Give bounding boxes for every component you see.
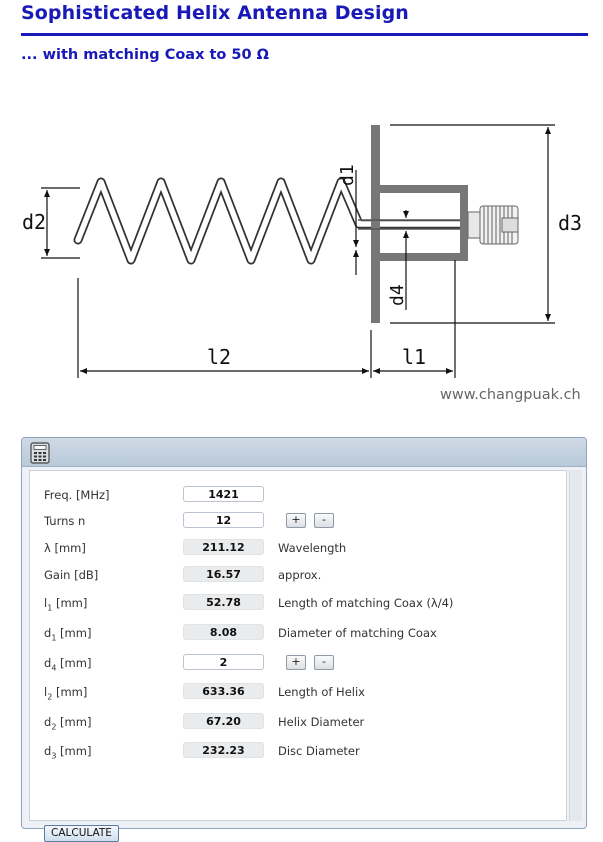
d1-value: 8.08 xyxy=(183,624,264,640)
turns-minus-button[interactable]: - xyxy=(314,513,334,528)
sma-connector xyxy=(467,205,519,245)
label-wavelength: λ [mm] xyxy=(44,541,86,555)
label-d4: d4 xyxy=(387,284,408,306)
label-d2: d2 xyxy=(22,210,46,234)
label-d1-main: d xyxy=(44,626,52,640)
row-frequency: Freq. [MHz] 1421 xyxy=(30,486,566,506)
label-l2-sub: 2 xyxy=(47,692,53,702)
label-d3-main: d xyxy=(44,744,52,758)
label-frequency: Freq. [MHz] xyxy=(44,488,110,502)
calculator-icon xyxy=(30,442,50,464)
turns-plus-button[interactable]: + xyxy=(286,513,306,528)
label-l1: l1 xyxy=(402,345,426,369)
label-l2-main: l xyxy=(44,685,48,699)
desc-wavelength: Wavelength xyxy=(278,541,347,555)
ground-disc xyxy=(371,125,380,323)
label-d4: d4 [mm] xyxy=(44,656,91,672)
calculator-form: Freq. [MHz] 1421 Turns n 12 + - λ [mm] 2… xyxy=(29,470,567,842)
label-d3-unit: [mm] xyxy=(56,744,92,758)
form-scrollbar[interactable] xyxy=(569,470,582,821)
calculate-button[interactable]: CALCULATE xyxy=(44,825,119,842)
page-title: Sophisticated Helix Antenna Design xyxy=(21,2,409,24)
desc-l1: Length of matching Coax (λ/4) xyxy=(278,596,454,610)
row-wavelength: λ [mm] 211.12 Wavelength xyxy=(30,539,566,559)
label-l1: l1 [mm] xyxy=(44,596,87,612)
calculator-titlebar xyxy=(22,438,586,467)
label-l2: l2 [mm] xyxy=(44,685,87,701)
d4-minus-button[interactable]: - xyxy=(314,655,334,670)
label-d4-sub: 4 xyxy=(51,663,57,673)
row-d3: d3 [mm] 232.23 Disc Diameter xyxy=(30,742,566,762)
row-turns: Turns n 12 + - xyxy=(30,512,566,532)
row-d2: d2 [mm] 67.20 Helix Diameter xyxy=(30,713,566,733)
label-gain: Gain [dB] xyxy=(44,568,99,582)
desc-d1: Diameter of matching Coax xyxy=(278,626,437,640)
title-divider xyxy=(21,33,588,36)
desc-l2: Length of Helix xyxy=(278,685,365,699)
row-l1: l1 [mm] 52.78 Length of matching Coax (λ… xyxy=(30,594,566,614)
label-d4-main: d xyxy=(44,656,52,670)
d4-plus-button[interactable]: + xyxy=(286,655,306,670)
helix-coil xyxy=(73,177,465,265)
row-l2: l2 [mm] 633.36 Length of Helix xyxy=(30,683,566,703)
d4-input[interactable]: 2 xyxy=(183,654,264,670)
gain-value: 16.57 xyxy=(183,566,264,582)
watermark: www.changpuak.ch xyxy=(440,387,581,403)
label-l1-unit: [mm] xyxy=(52,596,88,610)
frequency-input[interactable]: 1421 xyxy=(183,486,264,502)
l1-value: 52.78 xyxy=(183,594,264,610)
label-d2-main: d xyxy=(44,715,52,729)
desc-d3: Disc Diameter xyxy=(278,744,360,758)
wavelength-value: 211.12 xyxy=(183,539,264,555)
row-d4: d4 [mm] 2 + - xyxy=(30,654,566,674)
label-d4-unit: [mm] xyxy=(56,656,92,670)
label-d1: d1 [mm] xyxy=(44,626,91,642)
page-subtitle: ... with matching Coax to 50 Ω xyxy=(21,47,269,63)
label-turns: Turns n xyxy=(44,514,86,528)
label-d2-unit: [mm] xyxy=(56,715,92,729)
row-gain: Gain [dB] 16.57 approx. xyxy=(30,566,566,586)
matching-coax xyxy=(375,185,468,261)
l2-value: 633.36 xyxy=(183,683,264,699)
label-l1-sub: 1 xyxy=(47,603,53,613)
desc-d2: Helix Diameter xyxy=(278,715,365,729)
d2-value: 67.20 xyxy=(183,713,264,729)
calculator-panel: Freq. [MHz] 1421 Turns n 12 + - λ [mm] 2… xyxy=(21,437,587,842)
row-d1: d1 [mm] 8.08 Diameter of matching Coax xyxy=(30,624,566,644)
label-d2-sub: 2 xyxy=(51,722,57,732)
label-l2-unit: [mm] xyxy=(52,685,88,699)
label-d1-sub: 1 xyxy=(51,633,57,643)
label-d3-sub: 3 xyxy=(51,751,57,761)
desc-gain: approx. xyxy=(278,568,322,582)
label-l1-main: l xyxy=(44,596,48,610)
label-d3: d3 xyxy=(558,211,582,235)
label-d3: d3 [mm] xyxy=(44,744,91,760)
turns-input[interactable]: 12 xyxy=(183,512,264,528)
label-d2: d2 [mm] xyxy=(44,715,91,731)
label-l2: l2 xyxy=(207,345,231,369)
label-d1: d1 xyxy=(337,164,358,186)
helix-antenna-diagram: d2 d3 l2 l1 d1 d4 www.changpuak.ch xyxy=(22,124,582,403)
label-d1-unit: [mm] xyxy=(56,626,92,640)
d3-value: 232.23 xyxy=(183,742,264,758)
